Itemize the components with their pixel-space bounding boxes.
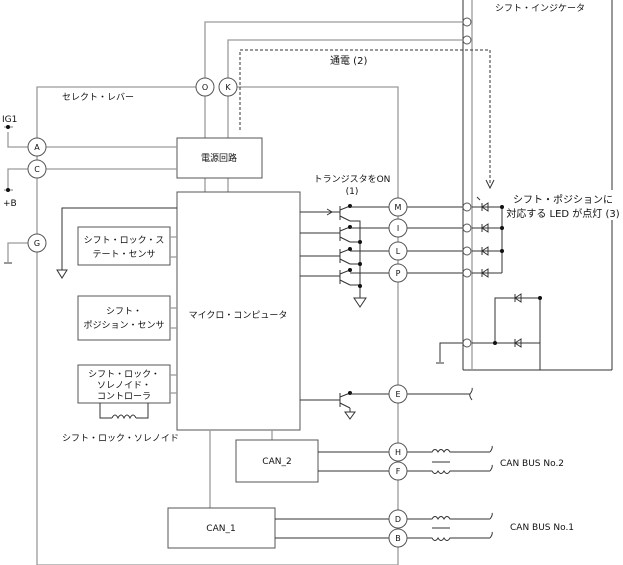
transistor-array (300, 204, 389, 420)
shift-lock-solenoid-controller (77, 364, 171, 404)
sensor-label: シフト・ロック・ス (84, 235, 165, 246)
ig1-label: IG1 (2, 115, 17, 125)
conduction-path (239, 49, 491, 185)
svg-text:P: P (396, 269, 401, 278)
shift-lock-state-sensor (77, 226, 171, 266)
select-lever-outline: セレクト・レバー (36, 86, 399, 565)
can-bus-2-label: CAN BUS No.2 (500, 459, 564, 469)
connector-H: H (388, 442, 408, 462)
indicator-connectors (462, 17, 472, 348)
connector-E: E (388, 384, 408, 404)
svg-text:D: D (395, 515, 401, 524)
svg-text:B: B (395, 534, 401, 543)
led-array (407, 196, 541, 370)
select-lever-label: セレクト・レバー (62, 92, 134, 103)
svg-text:C: C (34, 165, 40, 174)
svg-text:H: H (395, 448, 401, 457)
can-bus-chokes (407, 445, 493, 541)
sensor-label: シフト・ (106, 307, 142, 317)
svg-text:I: I (397, 224, 399, 233)
svg-text:O: O (202, 83, 208, 92)
connector-G: G (27, 233, 47, 253)
connector-M: M (388, 197, 408, 217)
connector-O: O (195, 77, 215, 97)
led-on-step: 対応する LED が点灯 (3) (506, 207, 619, 220)
connector-I: I (388, 218, 408, 238)
plus-b-label: +B (3, 199, 17, 209)
connector-C: C (27, 159, 47, 179)
can1-label: CAN_1 (206, 524, 235, 534)
controller-label: シフト・ロック・ (88, 369, 160, 380)
svg-text:K: K (225, 83, 231, 92)
can2-box (235, 439, 319, 483)
transistor-on-step: (1) (346, 187, 359, 197)
svg-text:G: G (34, 239, 40, 248)
microcomputer-box (176, 191, 301, 431)
can2-label: CAN_2 (262, 457, 291, 467)
connector-L: L (388, 241, 408, 261)
transistor-on-label: トランジスタをON (314, 174, 391, 185)
svg-text:M: M (395, 203, 402, 212)
svg-text:L: L (396, 247, 401, 256)
connector-F: F (388, 461, 408, 481)
svg-text:E: E (395, 390, 400, 399)
led-on-label: シフト・ポジションに (513, 194, 613, 206)
can1-box (167, 507, 276, 549)
microcomputer-label: マイクロ・コンピュータ (189, 310, 288, 321)
connector-B: B (388, 528, 408, 548)
shift-lock-solenoid-label: シフト・ロック・ソレノイド (62, 433, 179, 444)
sensor-label: テート・センサ (92, 249, 155, 260)
power-circuit-box (176, 137, 263, 179)
svg-text:F: F (396, 467, 401, 476)
controller-label: ソレノイド・ (97, 381, 151, 391)
svg-text:A: A (34, 143, 40, 152)
connector-K: K (218, 77, 238, 97)
connector-P: P (388, 263, 408, 283)
connector-A: A (27, 137, 47, 157)
controller-label: コントローラ (97, 391, 151, 402)
shift-indicator: シフト・インジケータ (462, 0, 613, 371)
shift-position-sensor (77, 295, 171, 341)
conduction-label: 通電 (2) (330, 55, 367, 67)
sensor-label: ポジション・センサ (83, 320, 164, 331)
connector-D: D (388, 509, 408, 529)
can-bus-1-label: CAN BUS No.1 (510, 523, 574, 533)
indicator-label: シフト・インジケータ (495, 3, 585, 14)
power-circuit-label: 電源回路 (201, 152, 237, 164)
